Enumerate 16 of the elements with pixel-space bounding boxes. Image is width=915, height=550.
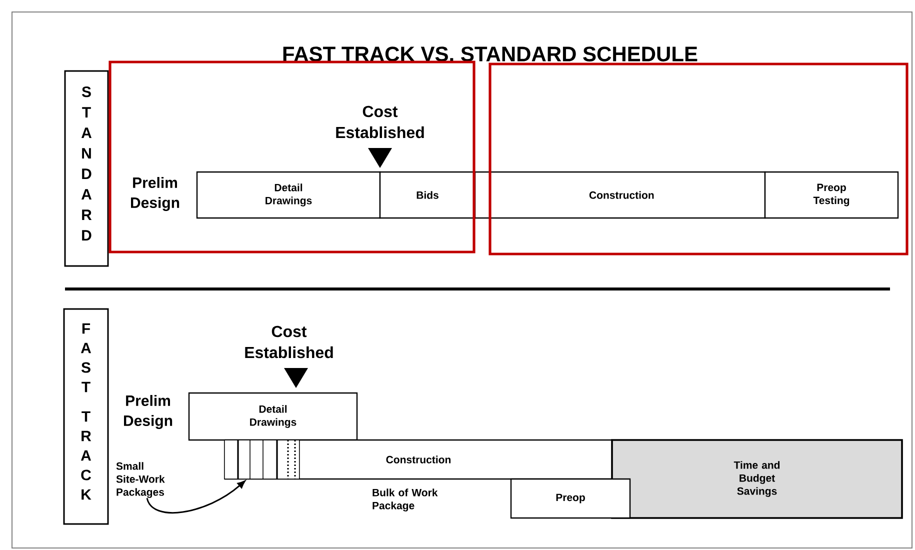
work-package-strip [224,439,300,480]
title: FAST TRACK VS. STANDARD SCHEDULE [283,46,698,62]
phase-bar: Detail Drawings [196,171,381,219]
milestone-label: Cost Established [336,106,424,138]
track-label-box: FAST TRACK [63,308,109,525]
track-label-box: STANDARD [64,70,109,267]
phase-bar: Bids [379,171,476,219]
savings-bar: Time and Budget Savings [611,439,903,519]
milestone-label: Cost Established [245,326,333,358]
phase-bar: Preop Testing [764,171,899,219]
phase-label: Prelim Design [124,394,172,430]
callout-text: Small Site-Work Packages [116,462,165,498]
curved-arrow [146,480,246,514]
phase-bar: Preop [510,478,631,519]
note-text: Bulk of Work Package [372,488,438,512]
phase-label: Prelim Design [131,176,180,212]
